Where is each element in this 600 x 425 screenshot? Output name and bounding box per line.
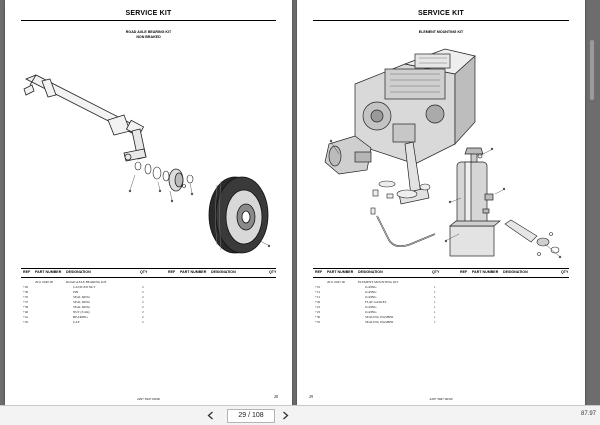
col-ref: REF: [315, 270, 323, 274]
table-rule-bottom: [21, 277, 276, 278]
col-qty: QTY: [561, 270, 569, 274]
col-designation: DESIGNATION: [66, 270, 91, 274]
col-designation: DESIGNATION: [358, 270, 383, 274]
kit-name: ROAD AXLE BEARING KIT: [125, 30, 172, 34]
title-rule: [313, 20, 569, 21]
kit-variant: NON BRAKED: [136, 35, 161, 39]
col-ref: REF: [23, 270, 31, 274]
table-rule-top: [21, 268, 276, 269]
vertical-scrollbar[interactable]: [590, 40, 594, 100]
title-rule: [21, 20, 276, 21]
col-part-number: PART NUMBER: [180, 270, 207, 274]
table-rule-bottom: [313, 277, 569, 278]
next-page-button[interactable]: [280, 410, 291, 421]
table-rule-top: [313, 268, 569, 269]
col-part-number: PART NUMBER: [327, 270, 354, 274]
col-qty: QTY: [269, 270, 277, 274]
element-mounting-exploded-drawing: [324, 48, 562, 259]
axle-exploded-drawing: [23, 74, 271, 254]
document-page-right: SERVICE KIT ELEMENT MOUNTING KIT: [297, 0, 585, 406]
page-title: SERVICE KIT: [125, 10, 172, 17]
zoom-level[interactable]: 87.97: [580, 411, 596, 417]
col-part-number: PART NUMBER: [35, 270, 62, 274]
arrow-left-icon: [207, 411, 213, 420]
document-page-left: SERVICE KIT ROAD AXLE BEARING KIT NON BR…: [5, 0, 292, 406]
col-qty: QTY: [140, 270, 148, 274]
page-number: 29: [309, 394, 313, 399]
arrow-right-icon: [283, 411, 289, 420]
col-designation: DESIGNATION: [503, 270, 528, 274]
parts-table-header: REF PART NUMBER DESIGNATION QTY REF PART…: [21, 269, 276, 276]
col-part-number: PART NUMBER: [472, 270, 499, 274]
col-designation: DESIGNATION: [211, 270, 236, 274]
col-qty: QTY: [432, 270, 440, 274]
page-number-input[interactable]: 29 / 108: [227, 409, 275, 423]
page-number: 28: [274, 394, 278, 399]
kit-name: ELEMENT MOUNTING KIT: [418, 30, 464, 34]
page-title: SERVICE KIT: [417, 10, 465, 17]
col-ref: REF: [460, 270, 468, 274]
previous-page-button[interactable]: [205, 410, 216, 421]
viewer-toolbar: 29 / 108 87.97: [0, 405, 600, 425]
document-code: 2297 3947 00/00: [137, 397, 160, 401]
col-ref: REF: [168, 270, 176, 274]
document-code: 2297 3947 00/00: [429, 397, 453, 401]
parts-table-header: REF PART NUMBER DESIGNATION QTY REF PART…: [313, 269, 569, 276]
